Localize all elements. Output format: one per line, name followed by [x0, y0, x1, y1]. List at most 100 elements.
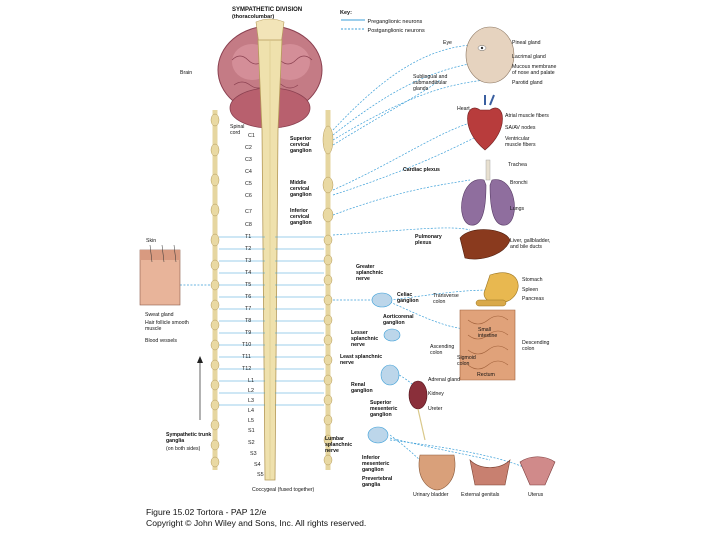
segment-label: T2: [245, 246, 252, 252]
segment-label: S4: [254, 462, 261, 468]
label-uterus: Uterus: [528, 492, 544, 498]
segment-label: C2: [245, 145, 252, 151]
key-postganglionic-label: Postganglionic neurons: [367, 28, 425, 34]
segment-label: T11: [242, 354, 251, 360]
segment-label: C1: [248, 133, 255, 139]
segment-label: S1: [248, 428, 255, 434]
label-sa-av: SA/AV nodes: [505, 125, 536, 131]
label-transverse-colon: Transverse colon: [433, 293, 459, 305]
diagram-subtitle: (thoracolumbar): [232, 14, 275, 20]
kidney-illustration: [408, 380, 428, 441]
label-sigmoid-colon: Sigmoid colon: [457, 355, 476, 367]
label-ascending-colon: Ascending colon: [430, 344, 455, 356]
lungs-illustration: [461, 159, 515, 226]
segment-label: L1: [248, 378, 254, 384]
label-cardiac-plexus: Cardiac plexus: [403, 167, 440, 173]
label-ventricular: Ventricular muscle fibers: [505, 136, 536, 148]
label-trachea: Trachea: [508, 162, 527, 168]
preganglionic-line-icon: [341, 19, 365, 21]
spinal-cord: [257, 39, 283, 481]
segment-label: L3: [248, 398, 254, 404]
label-aorticorenal: Aorticorenal ganglion: [383, 314, 414, 326]
diagram-title: SYMPATHETIC DIVISION: [232, 7, 303, 13]
skin-illustration: [139, 244, 181, 306]
segment-label: C6: [245, 193, 252, 199]
label-pancreas: Pancreas: [522, 296, 544, 302]
prevertebral-ganglia: [367, 292, 401, 444]
segment-label: S3: [250, 451, 257, 457]
segment-label: C8: [245, 222, 252, 228]
label-heart: Heart: [457, 106, 470, 112]
label-middle-cervical: Middle cervical ganglion: [290, 180, 312, 198]
label-urinary-bladder: Urinary bladder: [413, 492, 449, 498]
segment-label: C7: [245, 209, 252, 215]
postganglionic-line-icon: [341, 28, 365, 30]
label-parotid: Parotid gland: [512, 80, 543, 86]
label-prevertebral: Prevertebral ganglia: [362, 476, 393, 488]
label-pineal: Pineal gland: [512, 40, 541, 46]
segment-label: T7: [245, 306, 252, 312]
segmental-nerves: [219, 236, 324, 406]
label-greater-splanchnic: Greater splanchnic nerve: [356, 264, 384, 282]
label-stomach: Stomach: [522, 277, 543, 283]
label-external-genitals: External genitals: [461, 492, 500, 498]
segment-label: S5: [257, 472, 264, 478]
segment-label: C5: [245, 181, 252, 187]
key-title: Key:: [340, 10, 352, 16]
segment-label: C3: [245, 157, 252, 163]
segment-label: T4: [245, 270, 252, 276]
label-superior-mesenteric: Superior mesenteric ganglion: [370, 400, 398, 418]
label-hair-follicle: Hair follicle smooth muscle: [145, 320, 189, 332]
trunk-arrow: [197, 356, 203, 420]
label-both-sides: (on both sides): [166, 446, 201, 452]
label-celiac-ganglion: Celiac ganglion: [397, 292, 419, 304]
label-liver: Liver, gallbladder, and bile ducts: [510, 238, 551, 250]
label-brain: Brain: [180, 70, 193, 76]
figure-caption: Figure 15.02 Tortora - PAP 12/e Copyrigh…: [146, 507, 366, 529]
segment-label: S2: [248, 440, 255, 446]
label-renal-ganglion: Renal ganglion: [351, 382, 373, 394]
segment-label: T9: [245, 330, 252, 336]
key-row-preganglionic: Preganglionic neurons: [340, 17, 425, 26]
key-row-postganglionic: Postganglionic neurons: [340, 26, 425, 35]
right-sympathetic-trunk: [322, 110, 334, 470]
caption-line-2: Copyright © John Wiley and Sons, Inc. Al…: [146, 518, 367, 528]
head-illustration: [465, 26, 515, 84]
label-mucous: Mucous membrane of nose and palate: [512, 64, 557, 76]
label-kidney: Kidney: [428, 391, 444, 397]
segment-label: T1: [245, 234, 252, 240]
segment-label: C4: [245, 169, 252, 175]
segment-label: T12: [242, 366, 252, 372]
label-pulmonary-plexus: Pulmonary plexus: [415, 234, 442, 246]
label-lumbar-splanchnic: Lumbar splanchnic nerve: [325, 436, 353, 454]
label-spleen: Spleen: [522, 287, 539, 293]
label-skin: Skin: [146, 238, 157, 244]
left-sympathetic-trunk: [210, 110, 220, 470]
segment-label: L2: [248, 388, 254, 394]
label-least-splanchnic: Least splanchnic nerve: [340, 354, 383, 366]
label-lungs: Lungs: [510, 206, 525, 212]
label-rectum: Rectum: [477, 372, 495, 378]
label-blood-vessels: Blood vessels: [145, 338, 178, 344]
bladder-illustration: [418, 454, 456, 491]
label-spinal-cord: Spinal cord: [230, 124, 245, 136]
genitals-illustration: [469, 459, 511, 486]
legend-key: Key: Preganglionic neurons Postganglioni…: [340, 10, 425, 35]
segment-label: L4: [248, 408, 254, 414]
label-descending-colon: Descending colon: [522, 340, 550, 352]
stomach-illustration: [475, 272, 519, 307]
label-small-intestine: Small intestine: [478, 327, 498, 339]
label-sympathetic-trunk: Sympathetic trunk ganglia: [166, 432, 212, 444]
label-bronchi: Bronchi: [510, 180, 528, 186]
label-sublingual: Sublingual and submandibular glands: [413, 74, 448, 92]
caption-line-1: Figure 15.02 Tortora - PAP 12/e: [146, 507, 267, 517]
heart-illustration: [467, 94, 503, 151]
label-adrenal: Adrenal gland: [428, 377, 461, 383]
uterus-illustration: [519, 456, 556, 486]
segment-label: L5: [248, 418, 254, 424]
liver-illustration: [459, 229, 511, 260]
segment-label: T10: [242, 342, 252, 348]
label-coccygeal: Coccygeal (fused together): [252, 487, 315, 493]
